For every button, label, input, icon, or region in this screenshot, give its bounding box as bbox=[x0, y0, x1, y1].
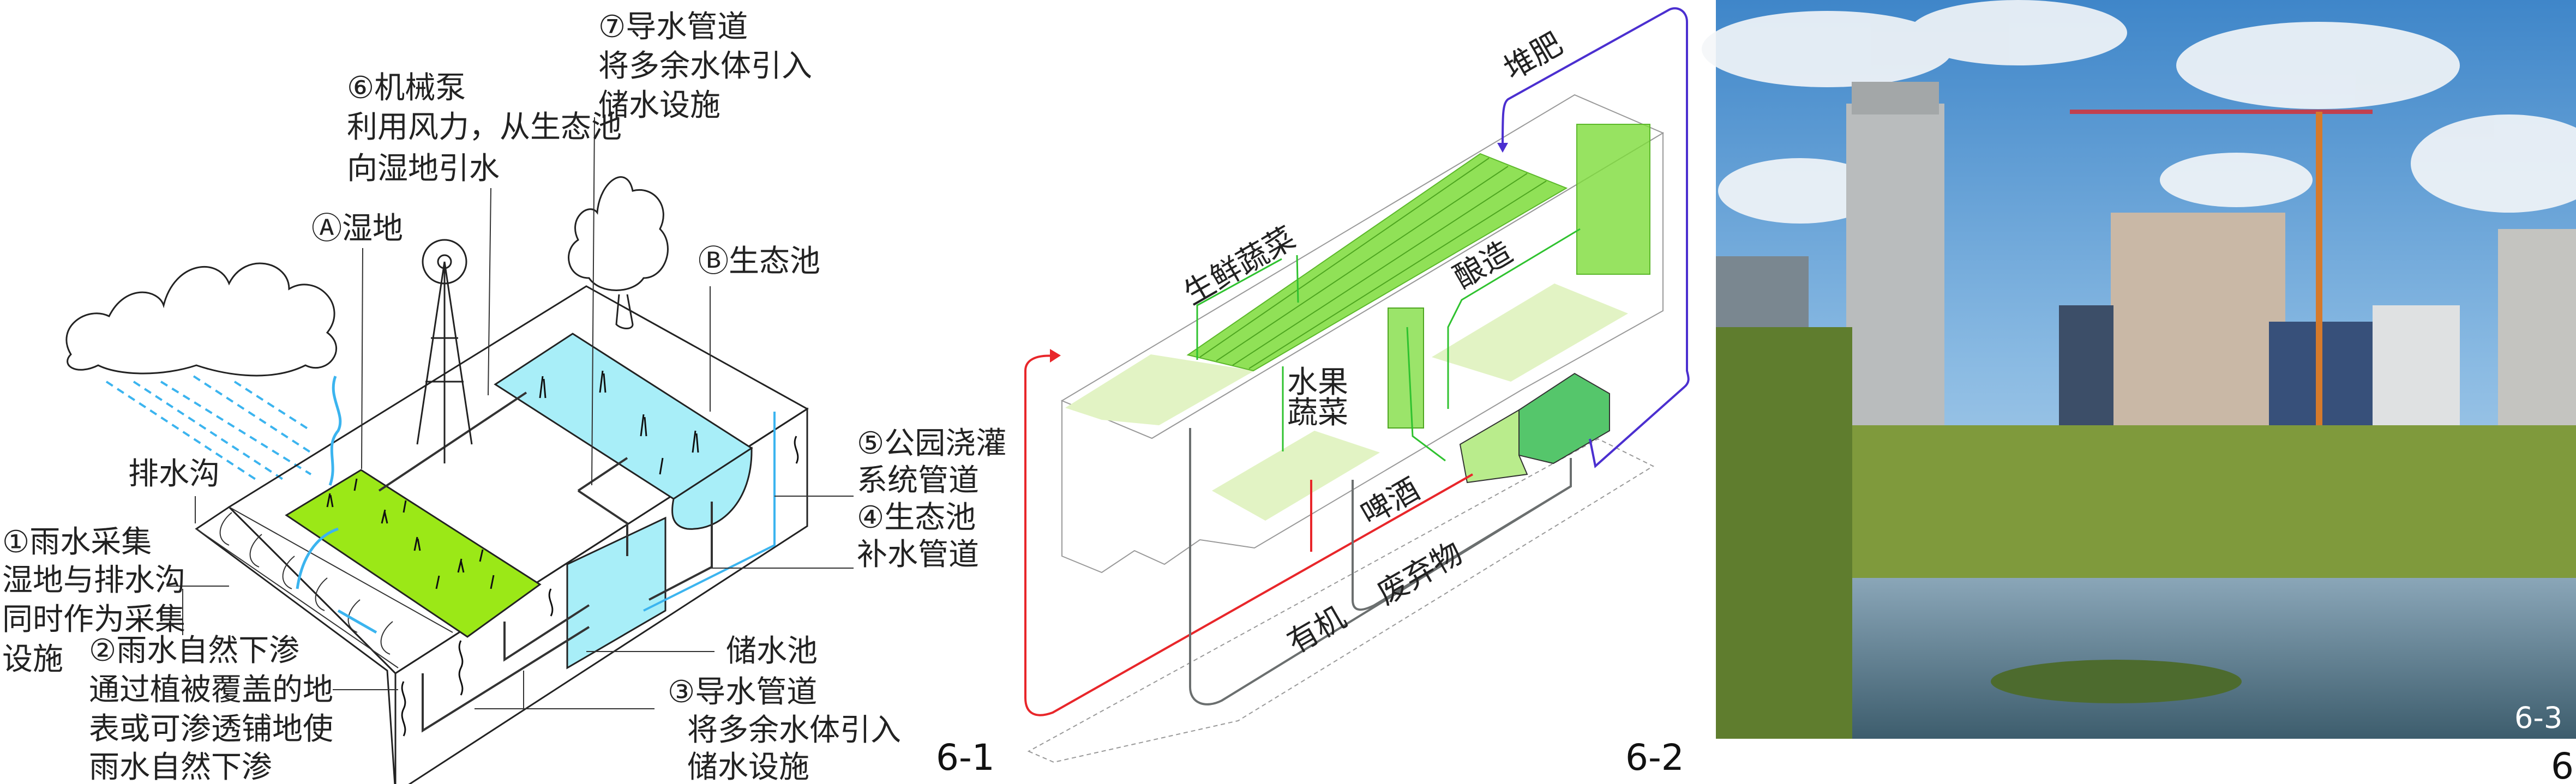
label-pipe7-desc1: 将多余水体引入 bbox=[598, 49, 812, 84]
label-storage-tank: 储水池 bbox=[726, 634, 818, 669]
label-pump6-desc2: 向湿地引水 bbox=[347, 151, 500, 186]
vertical-farm-wall bbox=[1576, 124, 1650, 275]
figure-number-6-3: 6-3 bbox=[2514, 701, 2562, 735]
label-wetland: Ⓐ湿地 bbox=[311, 211, 403, 246]
label-pipe7-desc2: 储水设施 bbox=[598, 88, 720, 123]
label-rain2-desc3: 雨水自然下渗 bbox=[89, 750, 272, 784]
label-pipe3-desc2: 储水设施 bbox=[687, 750, 809, 784]
label-pipe7-title: ⑦导水管道 bbox=[598, 9, 748, 45]
label-waste: 废弃物 bbox=[1372, 535, 1469, 612]
label-rain1-desc1: 湿地与排水沟 bbox=[2, 563, 185, 598]
label-rain2-title: ②雨水自然下渗 bbox=[89, 633, 299, 668]
vertical-garden-column bbox=[1388, 307, 1424, 429]
waste-flow-gray bbox=[1352, 480, 1572, 611]
tree-icon bbox=[568, 176, 669, 329]
windmill-icon bbox=[416, 239, 473, 463]
ground-block-side bbox=[195, 506, 397, 784]
eco-pond-basin bbox=[671, 447, 753, 530]
label-pump6-desc1: 利用风力，从生态池 bbox=[347, 110, 622, 145]
figure-number-6-2: 6-2 bbox=[1625, 737, 1684, 779]
rain-lines bbox=[105, 375, 312, 481]
pipes bbox=[378, 391, 776, 733]
wetland-grass bbox=[326, 478, 495, 589]
figure-6-3-photo: 6-3 bbox=[1702, 0, 2576, 739]
clouds bbox=[1702, 0, 2576, 224]
label-pump6-title: ⑥机械泵 bbox=[347, 70, 466, 106]
label-park5-title: ⑤公园浇灌 bbox=[857, 426, 1006, 461]
brewery-tank-box bbox=[1459, 409, 1528, 484]
label-rain1-desc3: 设施 bbox=[2, 642, 63, 677]
vegetation bbox=[1716, 425, 2576, 594]
compost-box bbox=[1518, 372, 1610, 465]
crane bbox=[2070, 110, 2373, 436]
label-pond4-title: ④生态池 bbox=[857, 500, 976, 535]
pond-water bbox=[1852, 578, 2576, 739]
label-eco-pond: Ⓑ生态池 bbox=[698, 244, 820, 279]
brewery-floor bbox=[1432, 284, 1628, 382]
drain-ditch bbox=[196, 506, 453, 668]
market-floor bbox=[1212, 431, 1380, 521]
leader-lines bbox=[166, 117, 854, 709]
label-organic: 有机 bbox=[1282, 600, 1352, 661]
label-rain2-desc2: 表或可渗透铺地使 bbox=[89, 711, 333, 747]
infiltration-arrows bbox=[401, 436, 799, 737]
cloud-icon bbox=[65, 262, 338, 377]
label-fruit-veg-line1: 水果 bbox=[1287, 365, 1348, 400]
label-rain1-desc2: 同时作为采集 bbox=[2, 602, 185, 637]
compost-flow-purple bbox=[1502, 7, 1690, 468]
water-flow-arrows bbox=[296, 376, 377, 634]
label-fruit-veg-line2: 蔬菜 bbox=[1287, 395, 1348, 431]
beer-flow-red bbox=[1024, 354, 1473, 716]
label-park5-desc: 系统管道 bbox=[857, 463, 979, 498]
storage-tank bbox=[566, 516, 666, 670]
farm-rows bbox=[1199, 158, 1547, 369]
purple-arrowhead bbox=[1497, 143, 1508, 153]
label-drain-ditch: 排水沟 bbox=[128, 456, 220, 492]
label-pond4-desc: 补水管道 bbox=[857, 537, 979, 572]
label-pipe3-title: ③导水管道 bbox=[668, 674, 817, 710]
page-number: 6 bbox=[2551, 745, 2574, 784]
figure-6-2-diagram: 堆肥 生鲜蔬菜 水果 蔬菜 酿造 啤酒 废弃物 有机 6-2 bbox=[1024, 7, 1690, 779]
ground-outline bbox=[1027, 438, 1655, 763]
figure-number-6-1: 6-1 bbox=[936, 737, 995, 779]
green-flows bbox=[1196, 228, 1581, 462]
label-pipe3-desc1: 将多余水体引入 bbox=[687, 713, 901, 748]
pond-reeds bbox=[539, 370, 699, 475]
organic-waste-flow-gray bbox=[1189, 428, 1572, 705]
label-compost: 堆肥 bbox=[1498, 26, 1569, 87]
label-rain1-title: ①雨水采集 bbox=[2, 524, 152, 560]
red-arrowhead bbox=[1050, 349, 1061, 363]
figure-6-1-diagram: ⑦导水管道 将多余水体引入 储水设施 ⑥机械泵 利用风力，从生态池 向湿地引水 … bbox=[2, 9, 1006, 784]
lily-pads bbox=[1991, 660, 2242, 703]
wetland-area bbox=[285, 469, 542, 638]
label-rain2-desc1: 通过植被覆盖的地 bbox=[89, 672, 333, 708]
vegetation-left bbox=[1716, 327, 1852, 739]
cafe-floor bbox=[1065, 354, 1254, 425]
